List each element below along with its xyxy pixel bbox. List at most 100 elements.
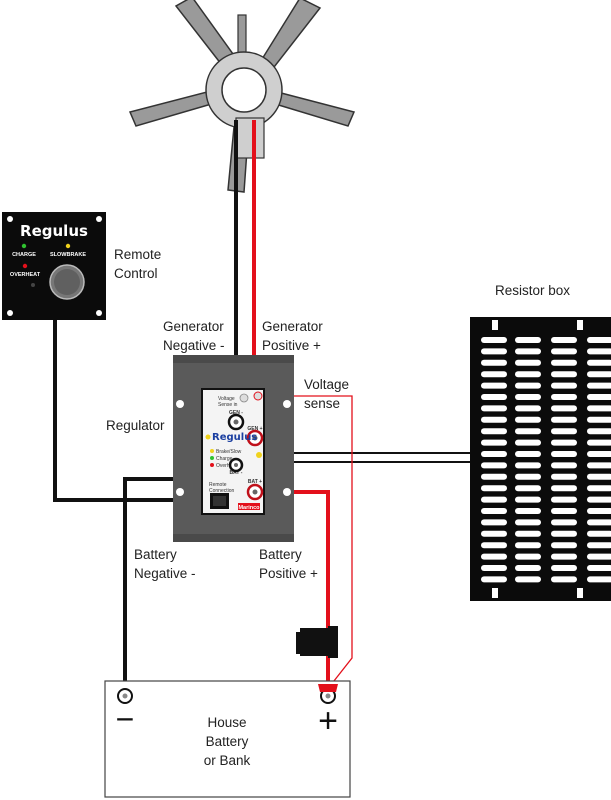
vent-slot — [551, 485, 577, 492]
battery-minus-sign: − — [116, 701, 135, 737]
vent-slot — [515, 371, 541, 378]
vent-slot — [587, 553, 611, 560]
overheat-label: OVERHEAT — [10, 272, 41, 278]
vent-slot — [515, 496, 541, 503]
wind-generator — [128, 0, 356, 193]
slowbrake-label: SLOWBRAKE — [50, 252, 86, 258]
gen-neg-label: GEN - — [229, 410, 243, 416]
resistor-terminal — [256, 452, 262, 458]
vent-slot — [551, 462, 577, 469]
vent-slot — [481, 530, 507, 537]
vent-slot — [515, 553, 541, 560]
vent-slot — [587, 371, 611, 378]
vent-slot — [481, 519, 507, 526]
battery-positive-label-2: Positive + — [259, 566, 318, 581]
vent-slot — [515, 508, 541, 514]
vent-slot — [515, 565, 541, 571]
charge-led — [21, 243, 27, 249]
diagram-labels: Remote Control Resistor box Generator Ne… — [106, 247, 570, 581]
regulator-label: Regulator — [106, 418, 165, 433]
vent-slot — [481, 565, 507, 571]
vent-slot — [551, 530, 577, 537]
maker-label: Marinco — [238, 505, 260, 511]
vent-slot — [481, 371, 507, 378]
vent-slot — [551, 519, 577, 526]
remote-control-label-2: Control — [114, 266, 158, 281]
battery-negative-label-2: Negative - — [134, 566, 196, 581]
vent-slot — [587, 565, 611, 571]
voltage-sense-label-2: sense — [304, 396, 340, 411]
vent-slot — [551, 496, 577, 503]
vent-slot — [481, 439, 507, 446]
voltage-sense-small-label-2: Sense in — [218, 402, 238, 408]
vent-slot — [515, 337, 541, 343]
remote-port-label-2: Connection — [209, 488, 235, 494]
vent-slot — [551, 576, 577, 583]
vent-slot — [551, 405, 577, 412]
vent-slot — [587, 519, 611, 526]
vent-slot — [587, 508, 611, 514]
generator-negative-label-1: Generator — [163, 319, 224, 334]
vent-slot — [515, 348, 541, 355]
generator-positive-label-2: Positive + — [262, 338, 321, 353]
vent-slot — [587, 359, 611, 366]
vent-slot — [551, 337, 577, 343]
vent-slot — [515, 428, 541, 435]
vent-slot — [551, 359, 577, 366]
vent-slot — [587, 439, 611, 446]
vent-slot — [481, 394, 507, 400]
vent-slot — [515, 439, 541, 446]
vent-slot — [481, 451, 507, 457]
vent-slot — [515, 542, 541, 549]
vent-slot — [481, 348, 507, 355]
vent-slot — [481, 428, 507, 435]
vent-slot — [481, 462, 507, 469]
vent-slot — [551, 428, 577, 435]
legend-overheat: Overheat — [216, 463, 237, 469]
generator-negative-label-2: Negative - — [163, 338, 225, 353]
vent-slot — [587, 530, 611, 537]
slowbrake-led — [65, 243, 71, 249]
vent-slot — [515, 394, 541, 400]
battery-positive-label-1: Battery — [259, 547, 302, 562]
vent-slot — [587, 394, 611, 400]
remote-port-label-1: Remote — [209, 482, 227, 488]
regulator: Voltage Sense in GEN - GEN + Regulus Bra… — [173, 355, 294, 542]
charge-label: CHARGE — [12, 252, 36, 258]
vent-slot — [515, 451, 541, 457]
remote-brand-label: Regulus — [20, 222, 88, 240]
vent-slot — [587, 485, 611, 492]
voltage-sense-terminal — [253, 391, 263, 401]
fuse-holder — [296, 626, 338, 658]
vent-slot — [515, 576, 541, 583]
generator-positive-label-1: Generator — [262, 319, 323, 334]
vent-slot — [551, 451, 577, 457]
resistor-box-label: Resistor box — [495, 283, 570, 298]
resistor-box — [470, 317, 611, 601]
vent-slot — [515, 382, 541, 389]
vent-slot — [551, 348, 577, 355]
vent-slot — [481, 337, 507, 343]
vent-slot — [515, 519, 541, 526]
legend-brake-slow: Brake/Slow — [216, 449, 242, 455]
vent-slot — [551, 394, 577, 400]
vent-slot — [481, 359, 507, 366]
resistor-vent-slots — [481, 337, 611, 583]
overheat-led — [22, 263, 28, 269]
vent-slot — [515, 405, 541, 412]
vent-slot — [481, 542, 507, 549]
vent-slot — [481, 553, 507, 560]
vent-slot — [515, 530, 541, 537]
voltage-sense-small-label-1: Voltage — [218, 396, 235, 402]
bat-pos-label: BAT + — [248, 479, 262, 485]
vent-slot — [587, 462, 611, 469]
vent-slot — [515, 485, 541, 492]
vent-slot — [515, 416, 541, 423]
vent-slot — [551, 473, 577, 480]
vent-slot — [587, 416, 611, 423]
vent-slot — [481, 485, 507, 492]
remote-control-panel: Regulus CHARGE SLOWBRAKE OVERHEAT — [2, 212, 106, 320]
vent-slot — [551, 371, 577, 378]
vent-slot — [481, 382, 507, 389]
vent-slot — [551, 439, 577, 446]
